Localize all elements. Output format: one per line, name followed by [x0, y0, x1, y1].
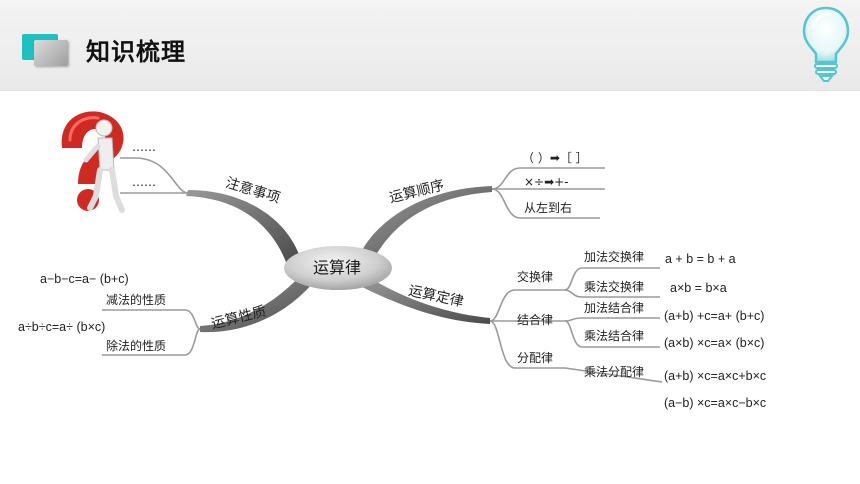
precaution-item-2: …… [132, 175, 156, 189]
lightbulb-icon [802, 6, 850, 82]
division-property-formula: a÷b÷c=a÷ (b×c) [18, 320, 106, 334]
mul-associative-name: 乘法结合律 [584, 329, 645, 343]
laws-lines [489, 267, 663, 383]
mul-commutative-formula: a×b = b×a [670, 281, 727, 295]
mul-distributive-name: 乘法分配律 [584, 365, 645, 379]
center-label: 运算律 [313, 258, 362, 277]
add-commutative-name: 加法交换律 [584, 250, 645, 264]
mul-associative-formula: (a×b) ×c=a× (b×c) [664, 336, 765, 350]
commutative-label: 交换律 [517, 270, 554, 284]
order-item-operations: ×÷➡+- [524, 175, 569, 189]
order-item-left-to-right: 从左到右 [524, 201, 573, 215]
mul-distributive-formula-2: (a−b) ×c=a×c−b×c [664, 396, 767, 410]
order-lines [491, 167, 605, 219]
division-property-name: 除法的性质 [106, 339, 167, 353]
associative-label: 结合律 [517, 313, 554, 327]
page-title: 知识梳理 [86, 38, 186, 66]
mul-commutative-name: 乘法交换律 [584, 280, 645, 294]
subtraction-property-formula: a−b−c=a− (b+c) [40, 272, 129, 286]
title-badge-front [34, 40, 68, 66]
precaution-lines [120, 157, 189, 194]
add-commutative-formula: a + b = b + a [665, 252, 736, 266]
header-bar: 知识梳理 [0, 0, 860, 91]
add-associative-name: 加法结合律 [584, 301, 645, 315]
add-associative-formula: (a+b) +c=a+ (b+c) [664, 309, 765, 323]
question-figure-illustration [61, 111, 125, 213]
properties-lines [102, 309, 201, 356]
distributive-label: 分配律 [517, 351, 554, 365]
branch-precautions [186, 190, 300, 262]
mul-distributive-formula-1: (a+b) ×c=a×c+b×c [664, 369, 767, 383]
center-node [284, 246, 392, 290]
order-item-brackets: （ ）➡［ ］ [522, 151, 588, 165]
precaution-item-1: …… [132, 140, 156, 154]
subtraction-property-name: 减法的性质 [106, 293, 167, 307]
